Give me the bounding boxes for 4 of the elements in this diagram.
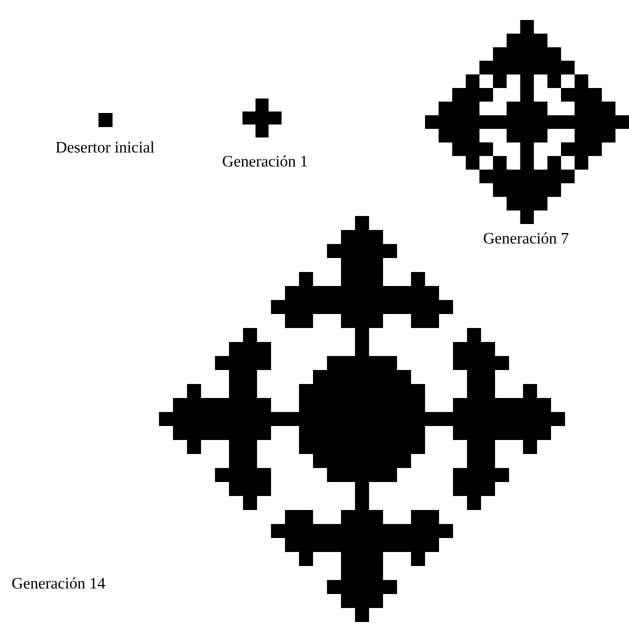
- caption-text: Generación 7: [484, 232, 568, 244]
- caption-text: Desertor inicial: [56, 141, 154, 153]
- caption-text: Generación 14: [12, 577, 106, 589]
- caption-text: Generación 1: [222, 155, 307, 167]
